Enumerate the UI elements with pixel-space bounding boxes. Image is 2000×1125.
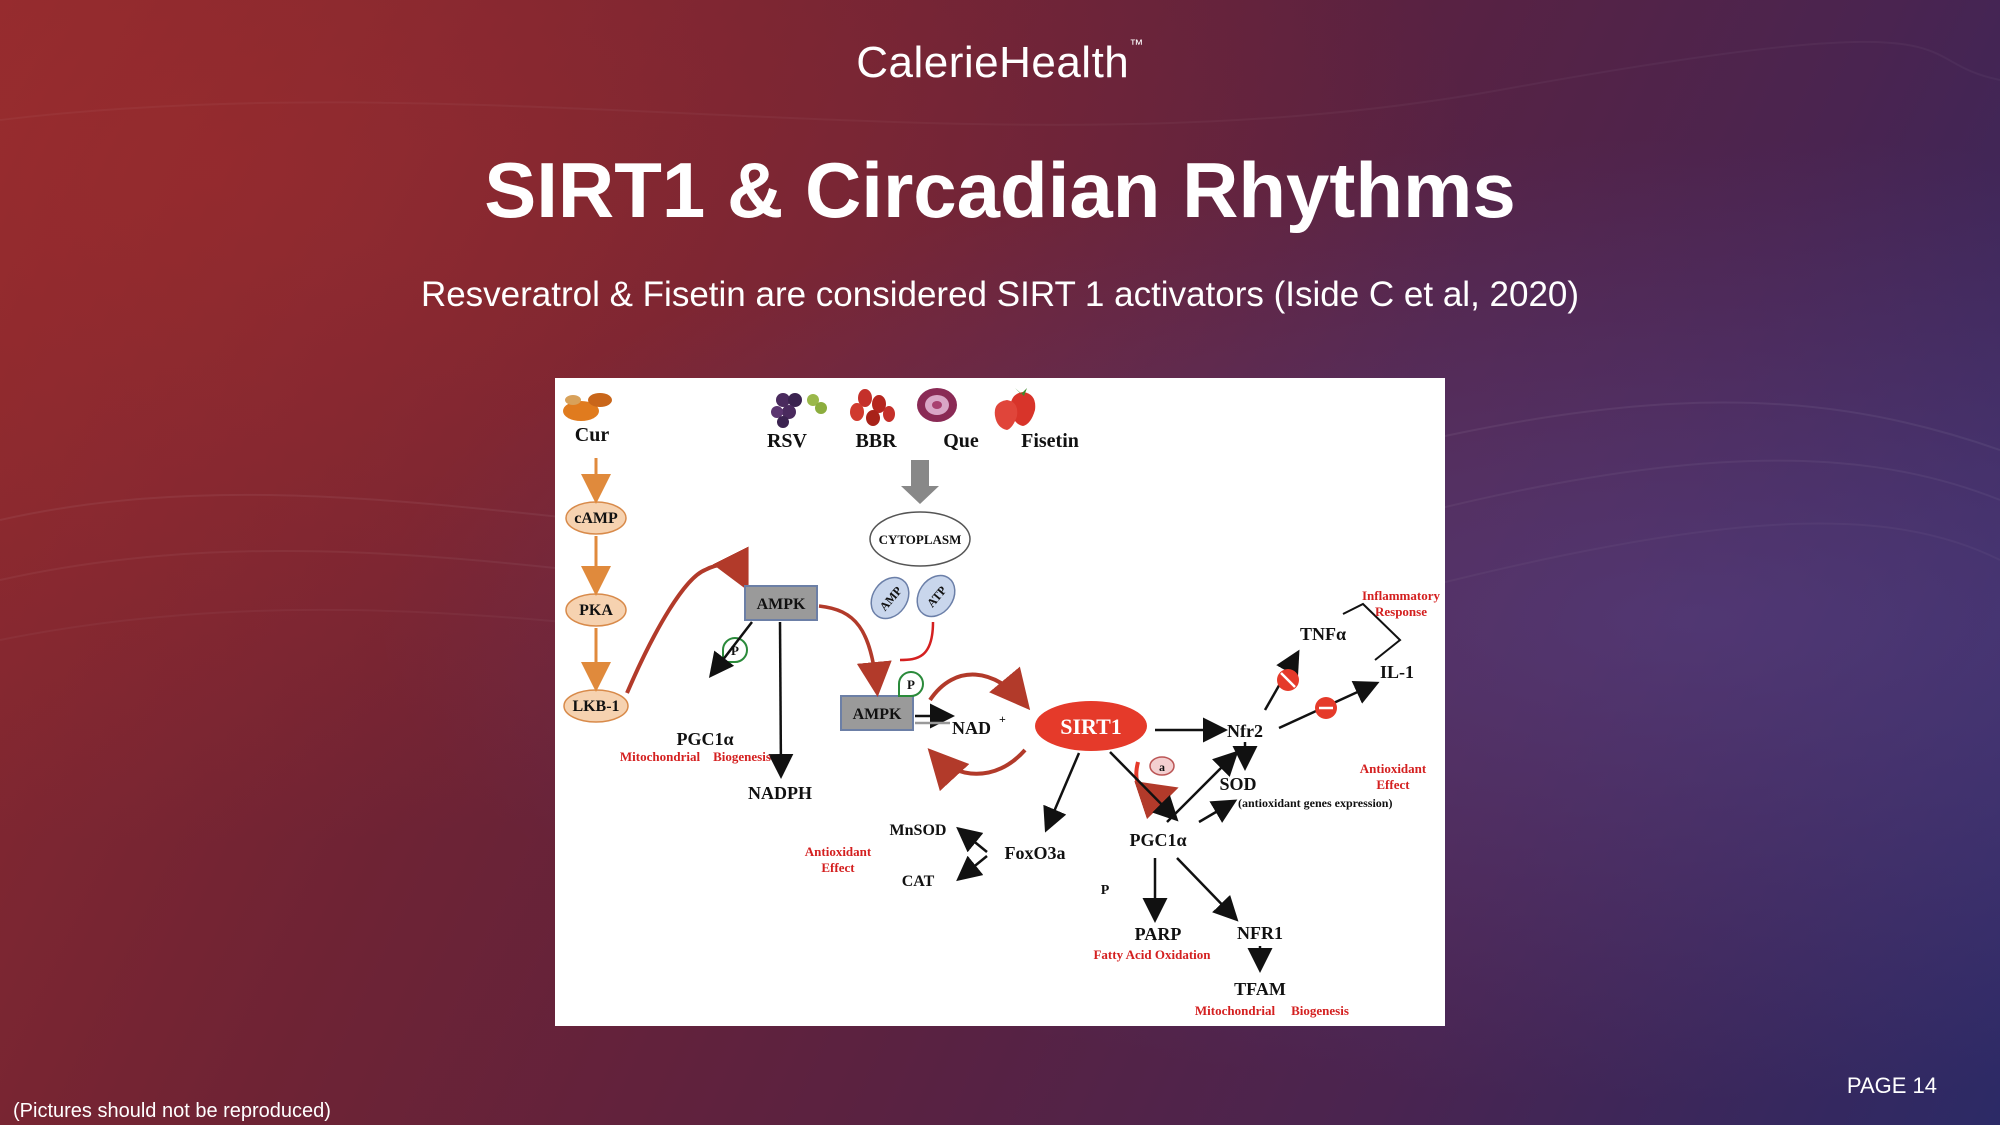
phospho-label-1: P [731, 643, 739, 658]
lkb1-label: LKB-1 [572, 698, 619, 715]
arrow-pgc1a-nfr2 [1166, 750, 1239, 823]
cytoplasm-node [869, 511, 971, 567]
atp-node [916, 574, 956, 618]
arrow-lkb1-ampk [625, 546, 749, 694]
sod-note-label: (antioxidant genes expression) [1238, 796, 1392, 810]
arrow-atp-ampk [899, 621, 935, 662]
phospho-label-3: P [1101, 883, 1110, 898]
brand-logo: CalerieHealth™ [856, 36, 1144, 87]
camp-label: cAMP [574, 510, 618, 527]
pka-label: PKA [579, 602, 613, 619]
phospho-label-2: P [907, 677, 915, 692]
ampk-label-2: AMPK [853, 706, 902, 723]
arrow-sirt1-foxo3a [1043, 752, 1081, 833]
sirt1-pathway-diagram: Cur RSV BBR Que Fisetin CYTOPLASM AMP AT… [555, 378, 1445, 1026]
entry-arrow [901, 460, 939, 504]
onion-icon [917, 388, 957, 422]
il1-label: IL-1 [1380, 662, 1414, 682]
page-number: PAGE 14 [1846, 1073, 1937, 1098]
fatty-acid-label: Fatty Acid Oxidation [1093, 947, 1211, 962]
arrow-deacetylation [1134, 761, 1179, 820]
arrow-ampk-pgc1a [708, 621, 753, 678]
nad-label: NAD [952, 718, 991, 738]
mito-bottom-label-1: Mitochondrial [1195, 1003, 1276, 1018]
mito-left-label-1: Mitochondrial [620, 749, 701, 764]
nad-sup-label: + [999, 712, 1006, 726]
amp-node [870, 576, 910, 620]
acetyl-label: a [1159, 760, 1165, 774]
acetyl-badge [1149, 756, 1175, 776]
inhibit-icon-1 [1277, 669, 1299, 691]
page-subtitle: Resveratrol & Fisetin are considered SIR… [420, 275, 1580, 314]
phospho-badge-2 [898, 671, 924, 697]
antiox-right-label-1: Antioxidant [1360, 761, 1427, 776]
turmeric-icon [563, 393, 612, 421]
ampk-label-1: AMPK [757, 596, 806, 613]
antiox-right-label-2: Effect [1376, 777, 1410, 792]
inflammatory-bracket [1342, 602, 1402, 661]
mito-bottom-label-2: Biogenesis [1291, 1003, 1349, 1018]
mnsod-label: MnSOD [890, 822, 947, 839]
foxo3a-label: FoxO3a [1005, 843, 1066, 863]
sod-label: SOD [1219, 774, 1256, 794]
que-label: Que [943, 430, 979, 452]
arrow-foxo3a-mnsod [956, 826, 988, 853]
inhibit-icon-2 [1315, 697, 1337, 719]
nfr1-label: NFR1 [1237, 923, 1283, 943]
grapes-icon [771, 393, 827, 428]
cytoplasm-label: CYTOPLASM [879, 532, 962, 547]
page-title: SIRT1 & Circadian Rhythms [484, 146, 1516, 234]
disclaimer-text: (Pictures should not be reproduced) [13, 1100, 331, 1122]
sirt1-label: SIRT1 [1060, 714, 1122, 739]
tnfa-label: TNFα [1300, 624, 1346, 644]
mito-left-label-2: Biogenesis [713, 749, 771, 764]
antiox-left-label-2: Effect [821, 860, 855, 875]
pgc1a-right-label: PGC1α [1129, 830, 1186, 850]
fisetin-label: Fisetin [1021, 430, 1079, 452]
inflammatory-label-2: Response [1375, 604, 1427, 619]
inflammatory-label-1: Inflammatory [1362, 588, 1440, 603]
arrow-pgc1a-sod [1198, 799, 1238, 824]
cat-label: CAT [902, 873, 935, 890]
strawberry-icon [994, 388, 1036, 430]
pgc1a-left-label: PGC1α [676, 729, 733, 749]
arrow-ampk-nadph [768, 621, 794, 779]
arrow-sirt1-pgc1a [1109, 751, 1179, 822]
tfam-label: TFAM [1234, 979, 1286, 999]
parp-label: PARP [1135, 924, 1182, 944]
arrow-pgc1a-nfr1 [1176, 857, 1239, 922]
nadph-label: NADPH [748, 783, 812, 803]
antiox-left-label-1: Antioxidant [805, 844, 872, 859]
arrow-foxo3a-cat [956, 855, 988, 882]
arrow-sirt1-nad [927, 748, 1027, 792]
nfr2-label: Nfr2 [1227, 721, 1263, 741]
rsv-label: RSV [767, 430, 808, 452]
bbr-label: BBR [855, 430, 897, 452]
arrow-nad-sirt1 [928, 666, 1031, 711]
cur-label: Cur [575, 424, 610, 446]
berries-icon [850, 389, 895, 426]
sirt1-node [1035, 701, 1147, 751]
ampk-node-1 [744, 585, 818, 621]
arrow-ampk-ampk [818, 604, 892, 697]
ampk-node-2 [840, 695, 914, 731]
